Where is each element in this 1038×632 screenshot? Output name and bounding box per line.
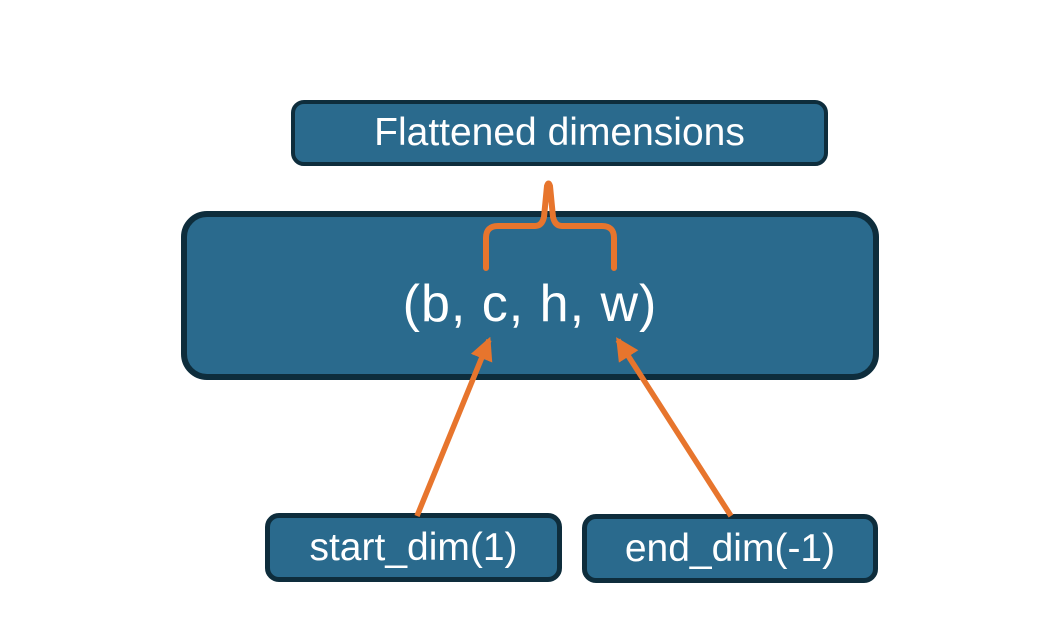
node-flattened-dimensions-label: Flattened dimensions — [374, 111, 745, 154]
node-flattened-dimensions: Flattened dimensions — [291, 100, 828, 166]
node-end-dim-label: end_dim(-1) — [624, 526, 836, 570]
node-start-dim-label: start_dim(1) — [309, 525, 518, 569]
node-tensor-shape: (b, c, h, w) — [181, 211, 879, 380]
node-tensor-shape-label: (b, c, h, w) — [402, 274, 658, 333]
node-end-dim: end_dim(-1) — [582, 514, 878, 583]
node-start-dim: start_dim(1) — [265, 513, 562, 582]
